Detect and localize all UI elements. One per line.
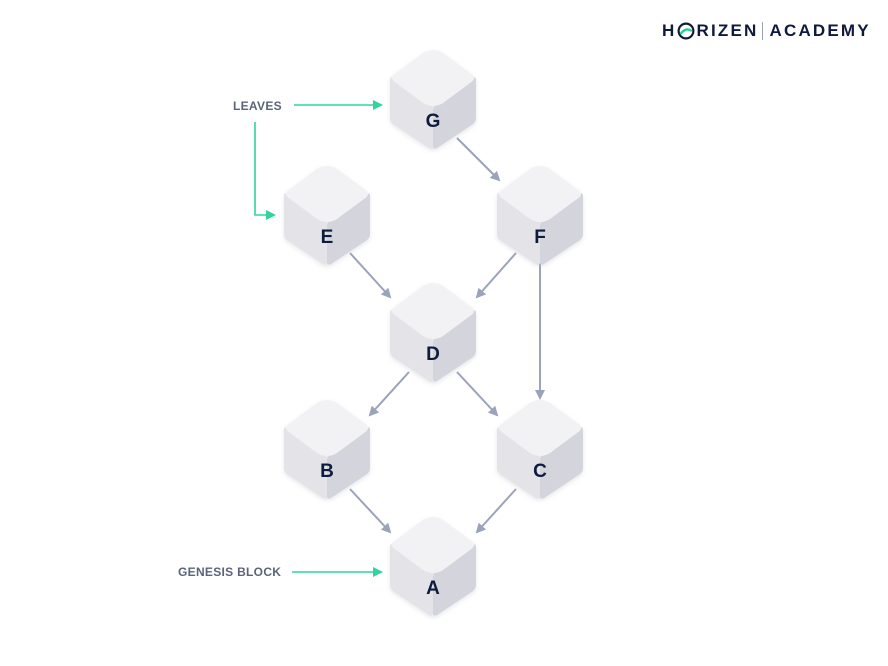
brand-name-academy: ACADEMY	[769, 21, 871, 40]
brand-separator	[762, 22, 764, 40]
block-e-label: E	[321, 227, 334, 248]
block-g: G	[390, 50, 476, 149]
block-b-label: B	[320, 461, 334, 482]
block-f: F	[497, 166, 583, 265]
nodes-layer: G E F D B C A	[284, 50, 583, 616]
block-c-left-face	[497, 427, 540, 499]
block-g-top-face	[392, 50, 474, 106]
horizen-o-icon	[678, 22, 695, 40]
brand-name-h: H	[662, 21, 677, 40]
edge-f-to-d	[475, 252, 517, 299]
block-f-top-face	[499, 166, 581, 222]
block-a-top-face	[392, 517, 474, 573]
block-a-left-face	[390, 544, 433, 616]
block-f-label: F	[534, 227, 546, 248]
block-e-left-face	[284, 193, 327, 265]
block-g-right-face	[433, 77, 476, 149]
block-d-top-face	[392, 283, 474, 339]
block-f-right-face	[540, 193, 583, 265]
edge-d-to-b	[368, 371, 410, 417]
block-a-right-face	[433, 544, 476, 616]
block-b: B	[284, 400, 370, 499]
edge-e-to-d	[349, 252, 392, 299]
block-d-label: D	[426, 344, 440, 365]
block-a-label: A	[426, 578, 440, 599]
leaves-annotation: LEAVES	[233, 99, 383, 220]
edge-g-to-f	[456, 137, 501, 182]
block-e-top-face	[286, 166, 368, 222]
genesis-label: GENESIS BLOCK	[178, 565, 281, 579]
block-g-left-face	[390, 77, 433, 149]
edge-c-to-a	[475, 488, 517, 534]
block-g-label: G	[426, 111, 441, 132]
block-d-right-face	[433, 310, 476, 382]
edge-d-to-c	[456, 371, 499, 417]
block-c-top-face	[499, 400, 581, 456]
leaves-label: LEAVES	[233, 99, 282, 113]
block-d-left-face	[390, 310, 433, 382]
block-a: A	[390, 517, 476, 616]
block-b-top-face	[286, 400, 368, 456]
brand-name-rizen: RIZEN	[696, 21, 759, 40]
edges-layer	[349, 137, 545, 534]
block-c-label: C	[533, 461, 547, 482]
block-c: C	[497, 400, 583, 499]
block-d: D	[390, 283, 476, 382]
edge-b-to-a	[349, 488, 392, 534]
block-b-left-face	[284, 427, 327, 499]
block-e-right-face	[327, 193, 370, 265]
block-f-left-face	[497, 193, 540, 265]
block-b-right-face	[327, 427, 370, 499]
brand-logo: H RIZEN ACADEMY	[662, 18, 871, 44]
leaves-arrow-to-e	[254, 122, 276, 220]
genesis-annotation: GENESIS BLOCK	[178, 565, 383, 579]
block-e: E	[284, 166, 370, 265]
block-c-right-face	[540, 427, 583, 499]
